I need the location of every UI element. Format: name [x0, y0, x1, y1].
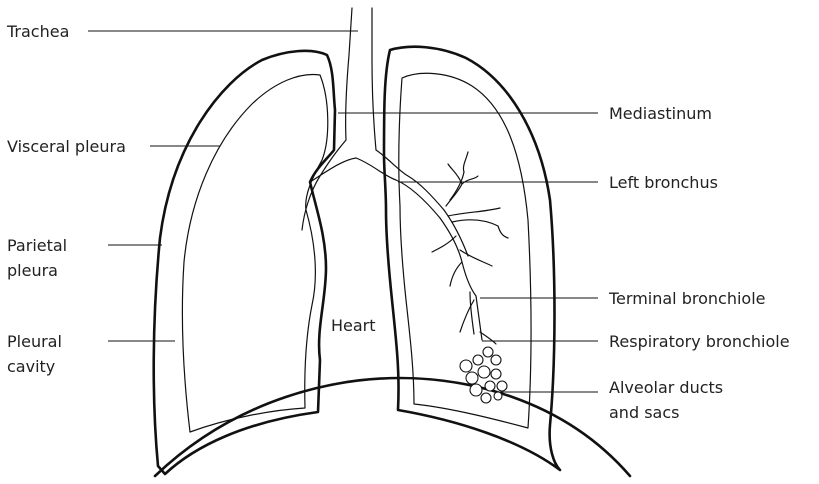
- pleural-cavity-label-line2: cavity: [7, 357, 55, 376]
- left-lung-visceral-outline: [399, 73, 531, 428]
- parietal-pleura-label-line1: Parietal: [7, 236, 67, 255]
- right-lung-visceral-outline: [182, 74, 327, 432]
- pleural-cavity-label-line1: Pleural: [7, 332, 62, 351]
- right-lung-parietal-outline: [154, 51, 335, 474]
- alveolar-ducts-label-line1: Alveolar ducts: [609, 378, 723, 397]
- trachea-label: Trachea: [6, 22, 69, 41]
- diaphragm: [155, 378, 630, 476]
- visceral-pleura-label: Visceral pleura: [7, 137, 126, 156]
- alveolar-ducts-label-line2: and sacs: [609, 403, 679, 422]
- trachea-tube: [302, 8, 352, 230]
- trachea-tube-inner: [372, 8, 376, 150]
- mediastinum-label: Mediastinum: [609, 104, 712, 123]
- left-bronchus-label: Left bronchus: [609, 173, 718, 192]
- left-main-bronchus: [356, 158, 440, 218]
- bronchial-tree: [432, 152, 508, 344]
- parietal-pleura-label-line2: pleura: [7, 261, 58, 280]
- terminal-bronchiole-label: Terminal bronchiole: [608, 289, 765, 308]
- alveolar-sacs: [460, 347, 507, 403]
- respiratory-bronchiole-label: Respiratory bronchiole: [609, 332, 790, 351]
- heart-label: Heart: [331, 316, 376, 335]
